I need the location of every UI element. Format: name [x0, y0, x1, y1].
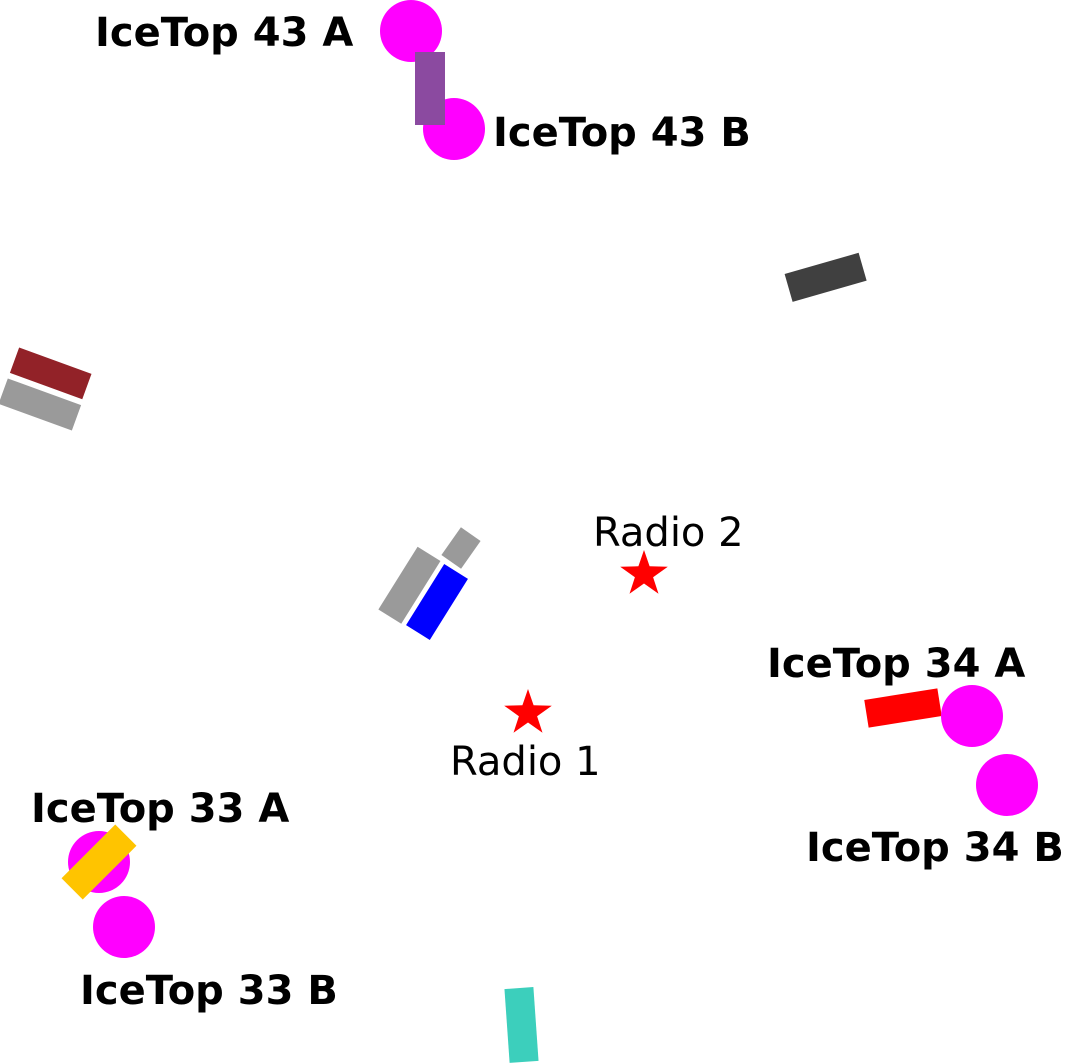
- panel-gray-small-center: [441, 527, 481, 569]
- label-icetop-43a: IceTop 43 A: [95, 10, 353, 56]
- panel-dark-red: [9, 347, 92, 400]
- panel-dark-gray: [784, 252, 867, 302]
- panel-red: [864, 688, 942, 728]
- label-icetop-34b: IceTop 34 B: [806, 825, 1064, 871]
- radio-antenna-icon-2: [620, 550, 668, 594]
- panel-gray-center: [378, 546, 441, 624]
- tank-icon-34b: [976, 754, 1038, 816]
- panel-gray-left: [0, 378, 82, 431]
- label-icetop-43b: IceTop 43 B: [493, 110, 751, 156]
- label-icetop-33a: IceTop 33 A: [31, 786, 289, 832]
- label-icetop-33b: IceTop 33 B: [80, 968, 338, 1014]
- panel-purple: [415, 52, 445, 125]
- radio-antenna-icon-1: [504, 689, 552, 733]
- tank-icon-33b: [93, 896, 155, 958]
- panel-teal: [504, 987, 539, 1063]
- tank-icon-43a: [380, 0, 442, 62]
- label-radio-2: Radio 2: [593, 510, 744, 556]
- panel-yellow: [61, 824, 137, 900]
- label-radio-1: Radio 1: [450, 739, 601, 785]
- tank-icon-34a: [941, 685, 1003, 747]
- panel-blue: [406, 564, 468, 640]
- label-icetop-34a: IceTop 34 A: [767, 641, 1025, 687]
